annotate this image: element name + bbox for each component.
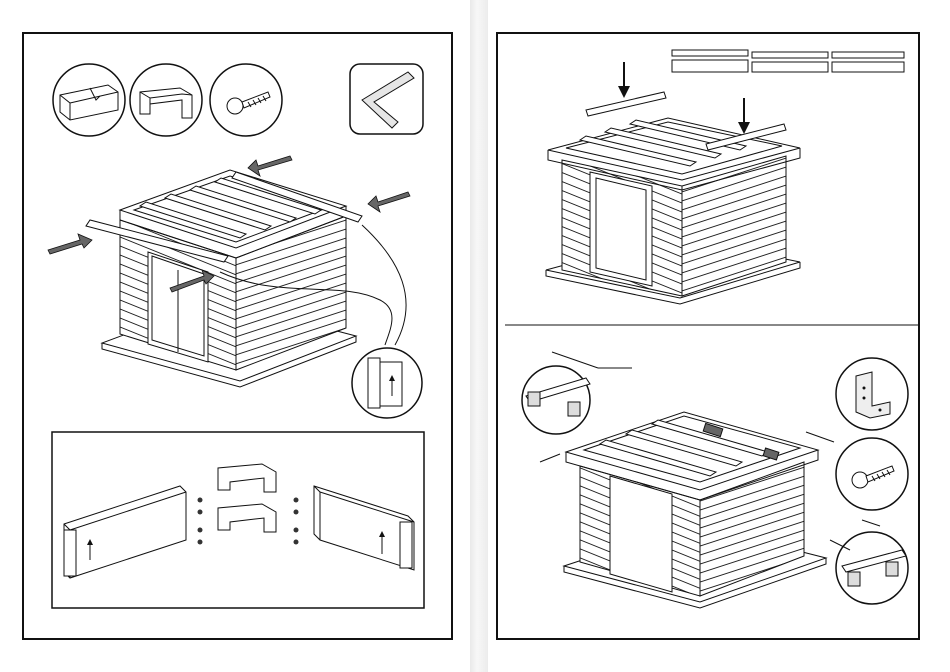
- screw-icon-right: [836, 438, 908, 510]
- shed-right-bottom: [540, 412, 834, 608]
- corner-detail-right: [830, 520, 908, 604]
- bracket-assembly-box: [52, 432, 424, 608]
- roof-boards-stack: [672, 50, 904, 72]
- arrow-left: [48, 234, 92, 254]
- beam-end-icon: [53, 64, 125, 136]
- bracket-plate-icon: [836, 358, 908, 430]
- arrow-top-right: [248, 156, 292, 176]
- corner-detail-left: [522, 366, 590, 434]
- shed-left-main: [86, 170, 406, 387]
- angle-square-icon: [350, 64, 423, 134]
- arrow-right: [368, 192, 410, 212]
- screw-icon: [210, 64, 282, 136]
- shed-right-top: [546, 92, 800, 304]
- dimension-line: [552, 352, 632, 368]
- corner-detail-inset: [352, 348, 422, 418]
- corner-bracket-icon: [130, 64, 202, 136]
